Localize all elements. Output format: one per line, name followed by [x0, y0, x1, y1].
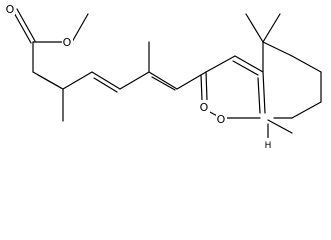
- molecule-diagram: O O O O H: [4, 2, 322, 151]
- atom-ester-oxygen: O: [62, 35, 73, 49]
- atom-peroxide-oxygen-1: O: [199, 100, 210, 114]
- atom-label: O: [217, 113, 226, 126]
- bond-lines: [12, 8, 322, 139]
- atom-bridgehead-hydrogen: H: [263, 138, 273, 151]
- atom-carbonyl-oxygen: O: [4, 2, 15, 16]
- atom-label: O: [200, 101, 209, 114]
- atom-label: O: [63, 36, 72, 49]
- atom-label: H: [265, 141, 272, 151]
- atom-peroxide-oxygen-2: O: [216, 112, 227, 126]
- atom-label: O: [6, 3, 15, 16]
